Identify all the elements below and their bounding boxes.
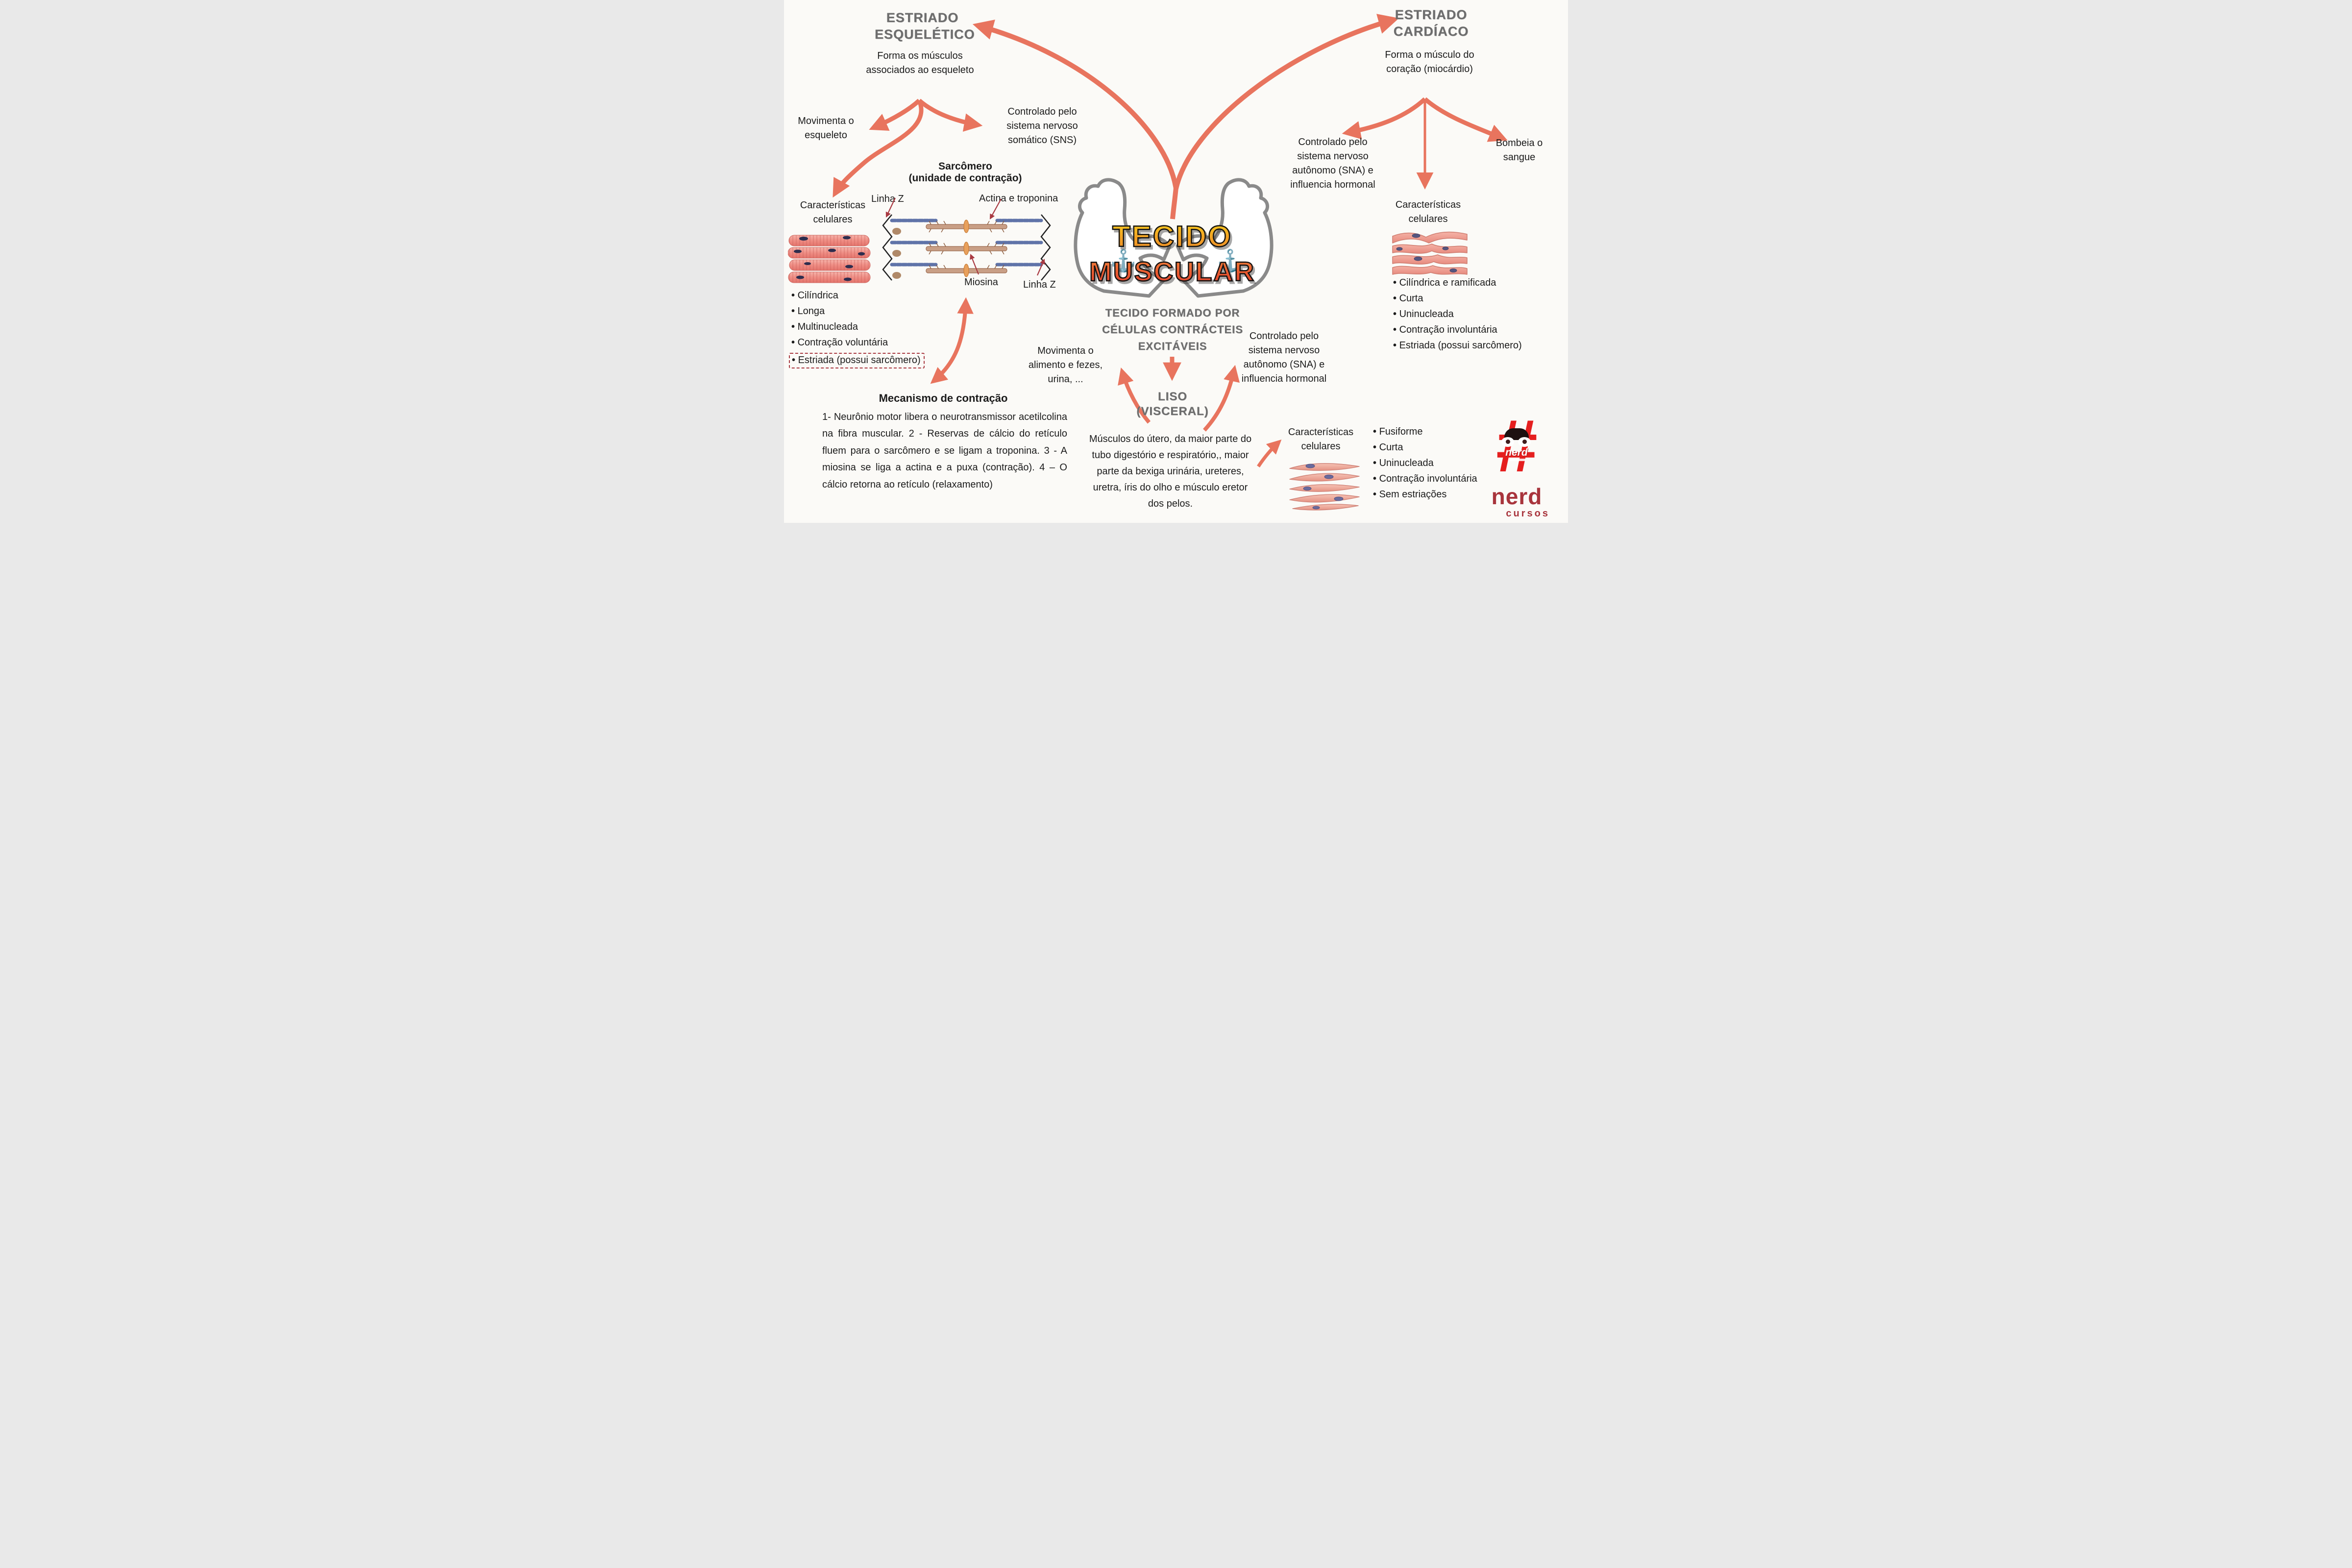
- list-item: Estriada (possui sarcômero): [1393, 340, 1522, 351]
- smooth-caracteristicas-list: FusiformeCurtaUninucleadaContração invol…: [1373, 426, 1477, 505]
- brand-logo: # nerd nerd cursos: [1484, 404, 1550, 519]
- cardiac-caracteristicas-title: Características celulares: [1395, 199, 1461, 224]
- brand-hash-icon: #: [1496, 404, 1538, 488]
- liso-heading: LISO (VISCERAL): [1136, 390, 1209, 419]
- skeletal-caracteristicas-list: CilíndricaLongaMultinucleadaContração vo…: [789, 290, 925, 373]
- list-item: Sem estriações: [1373, 489, 1477, 500]
- label-miosina: Miosina: [964, 277, 998, 288]
- center-subtitle: TECIDO FORMADO POR CÉLULAS CONTRÁCTEIS E…: [1102, 307, 1243, 353]
- liso-title-line2: (VISCERAL): [1136, 405, 1209, 418]
- smooth-muscle-image: [1289, 463, 1360, 511]
- list-item: Curta: [1393, 293, 1522, 304]
- brand-name: nerd: [1491, 484, 1543, 509]
- liso-movimenta-label: Movimenta o alimento e fezes, urina, ...: [1028, 345, 1103, 385]
- label-actina-troponina: Actina e troponina: [979, 193, 1058, 204]
- liso-description: Músculos do útero, da maior parte do tub…: [1089, 434, 1252, 509]
- brand-face-icon: nerd: [1500, 428, 1533, 463]
- skeletal-controlado-label: Controlado pelo sistema nervoso somático…: [1006, 106, 1078, 146]
- anchor-tattoo-icon-right: ⚓: [1217, 248, 1244, 273]
- liso-title-line1: LISO: [1157, 390, 1187, 403]
- connector-arrows: [833, 14, 1508, 467]
- list-item: Longa: [791, 306, 925, 317]
- sarcomere-subtitle: (unidade de contração): [908, 172, 1022, 184]
- mecanismo-title: Mecanismo de contração: [879, 392, 1008, 404]
- list-item: Uninucleada: [1393, 309, 1522, 320]
- sarcomere-title: Sarcômero: [938, 161, 992, 172]
- mind-map-canvas: ESTRIADO ESQUELÉTICO Forma os músculos a…: [784, 0, 1568, 523]
- skeletal-title: ESTRIADO ESQUELÉTICO: [875, 10, 975, 42]
- cardiac-caracteristicas-list: Cilíndrica e ramificadaCurtaUninucleadaC…: [1393, 277, 1522, 356]
- mecanismo-text: 1- Neurônio motor libera o neurotransmis…: [822, 412, 1067, 490]
- list-item: Contração involuntária: [1393, 324, 1522, 336]
- list-item: Cilíndrica e ramificada: [1393, 277, 1522, 289]
- cardiac-description: Forma o músculo do coração (miocárdio): [1385, 49, 1474, 74]
- label-linha-z-right: Linha Z: [1023, 279, 1056, 290]
- list-item: Uninucleada: [1373, 458, 1477, 469]
- cardiac-title: ESTRIADO CARDÍACO: [1393, 7, 1469, 39]
- list-item: Cilíndrica: [791, 290, 925, 301]
- sarcomere-rows: [890, 219, 1043, 279]
- cardiac-bombeia-label: Bombeia o sangue: [1495, 138, 1543, 163]
- list-item: Contração involuntária: [1373, 473, 1477, 485]
- anchor-tattoo-icon-left: ⚓: [1110, 248, 1137, 273]
- logo-tecido: TECIDO: [1088, 220, 1257, 254]
- logo-muscular: MUSCULAR: [1078, 256, 1267, 288]
- sarcomere-diagram: [882, 197, 1051, 281]
- skeletal-movimenta-label: Movimenta o esqueleto: [798, 116, 854, 141]
- liso-controlado-label: Controlado pelo sistema nervoso autônomo…: [1241, 331, 1327, 384]
- list-item: Contração voluntária: [791, 337, 925, 348]
- cardiac-controlado-label: Controlado pelo sistema nervoso autônomo…: [1290, 137, 1375, 190]
- skeletal-caracteristicas-title: Características celulares: [800, 200, 866, 225]
- cardiac-muscle-image: [1392, 231, 1468, 275]
- list-item: Estriada (possui sarcômero): [789, 353, 925, 368]
- smooth-caracteristicas-title: Características celulares: [1288, 427, 1354, 452]
- flexed-arms-icon: ⚓ ⚓: [1074, 178, 1274, 298]
- label-linha-z-left: Linha Z: [871, 194, 904, 204]
- list-item: Multinucleada: [791, 321, 925, 333]
- skeletal-muscle-image: [788, 235, 871, 283]
- sarcomere-heading: Sarcômero (unidade de contração): [906, 161, 1024, 184]
- brand-sub: cursos: [1506, 508, 1550, 519]
- list-item: Curta: [1373, 442, 1477, 453]
- list-item: Fusiforme: [1373, 426, 1477, 438]
- skeletal-description: Forma os músculos associados ao esquelet…: [866, 50, 974, 75]
